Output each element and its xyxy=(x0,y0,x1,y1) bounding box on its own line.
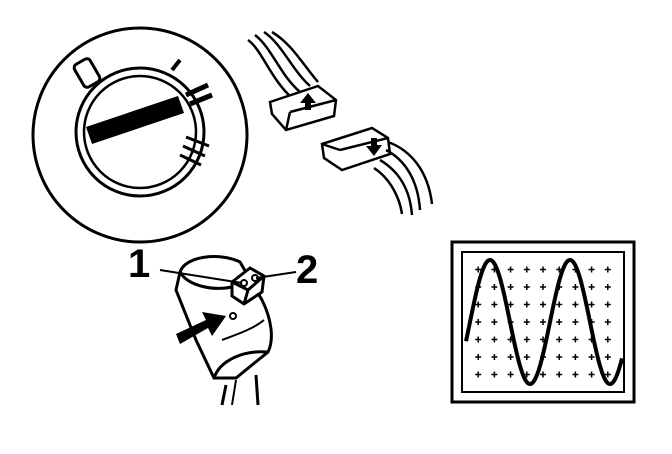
grid-marker xyxy=(604,301,611,308)
grid-marker xyxy=(523,284,530,290)
grid-marker xyxy=(491,284,498,290)
grid-marker xyxy=(475,354,482,360)
grid-marker xyxy=(475,371,482,378)
grid-marker xyxy=(572,354,579,360)
grid-marker xyxy=(540,284,546,290)
grid-marker xyxy=(540,319,546,325)
grid-marker xyxy=(507,371,514,378)
grid-marker xyxy=(572,336,579,343)
grid-marker xyxy=(588,266,595,273)
grid-marker xyxy=(604,319,611,325)
grid-marker xyxy=(556,354,563,360)
grid-marker xyxy=(491,371,498,378)
grid-marker xyxy=(572,284,579,290)
grid-marker xyxy=(556,371,563,378)
sine-waveform xyxy=(464,257,624,387)
grid-marker xyxy=(588,284,595,290)
grid-marker xyxy=(475,301,482,308)
grid-marker xyxy=(475,266,482,273)
grid-marker xyxy=(475,336,482,343)
grid-marker xyxy=(572,371,579,378)
grid-marker xyxy=(572,319,579,325)
grid-marker xyxy=(556,319,563,325)
grid-marker xyxy=(491,301,498,308)
sensor-terminal-icon xyxy=(159,255,297,406)
grid-marker xyxy=(523,336,530,343)
callout-label-1: 1 xyxy=(128,242,151,286)
grid-marker xyxy=(588,354,595,360)
grid-marker xyxy=(523,354,530,360)
callout-label-2: 2 xyxy=(296,248,319,292)
grid-marker xyxy=(475,319,482,325)
grid-marker xyxy=(491,336,498,343)
grid-marker xyxy=(556,336,563,343)
grid-marker xyxy=(491,354,498,360)
grid-marker xyxy=(507,301,514,308)
grid-marker xyxy=(604,354,611,360)
grid-marker xyxy=(604,336,611,343)
position-i-mark xyxy=(170,58,182,72)
position-ii-mark xyxy=(184,82,213,107)
lock-position-mark xyxy=(72,57,102,89)
grid-marker xyxy=(491,319,498,325)
grid-marker xyxy=(604,371,611,378)
grid-marker xyxy=(588,301,595,308)
grid-marker xyxy=(540,301,546,308)
position-iii-mark xyxy=(179,135,210,167)
grid-marker xyxy=(523,266,530,273)
grid-marker xyxy=(523,319,530,325)
grid-marker xyxy=(540,266,546,273)
grid-marker xyxy=(507,266,514,273)
ignition-switch-icon xyxy=(31,26,249,244)
grid-marker xyxy=(588,371,595,378)
grid-marker xyxy=(572,301,579,308)
grid-marker xyxy=(556,301,563,308)
grid-marker xyxy=(604,266,611,273)
grid-marker xyxy=(540,371,546,378)
grid-marker xyxy=(604,284,611,290)
grid-marker xyxy=(507,354,514,360)
grid-marker xyxy=(507,284,514,290)
connector-disconnect-icon xyxy=(247,30,434,216)
grid-marker xyxy=(523,301,530,308)
oscilloscope-waveform-icon xyxy=(450,240,636,404)
probe-arrow-icon xyxy=(176,312,226,344)
